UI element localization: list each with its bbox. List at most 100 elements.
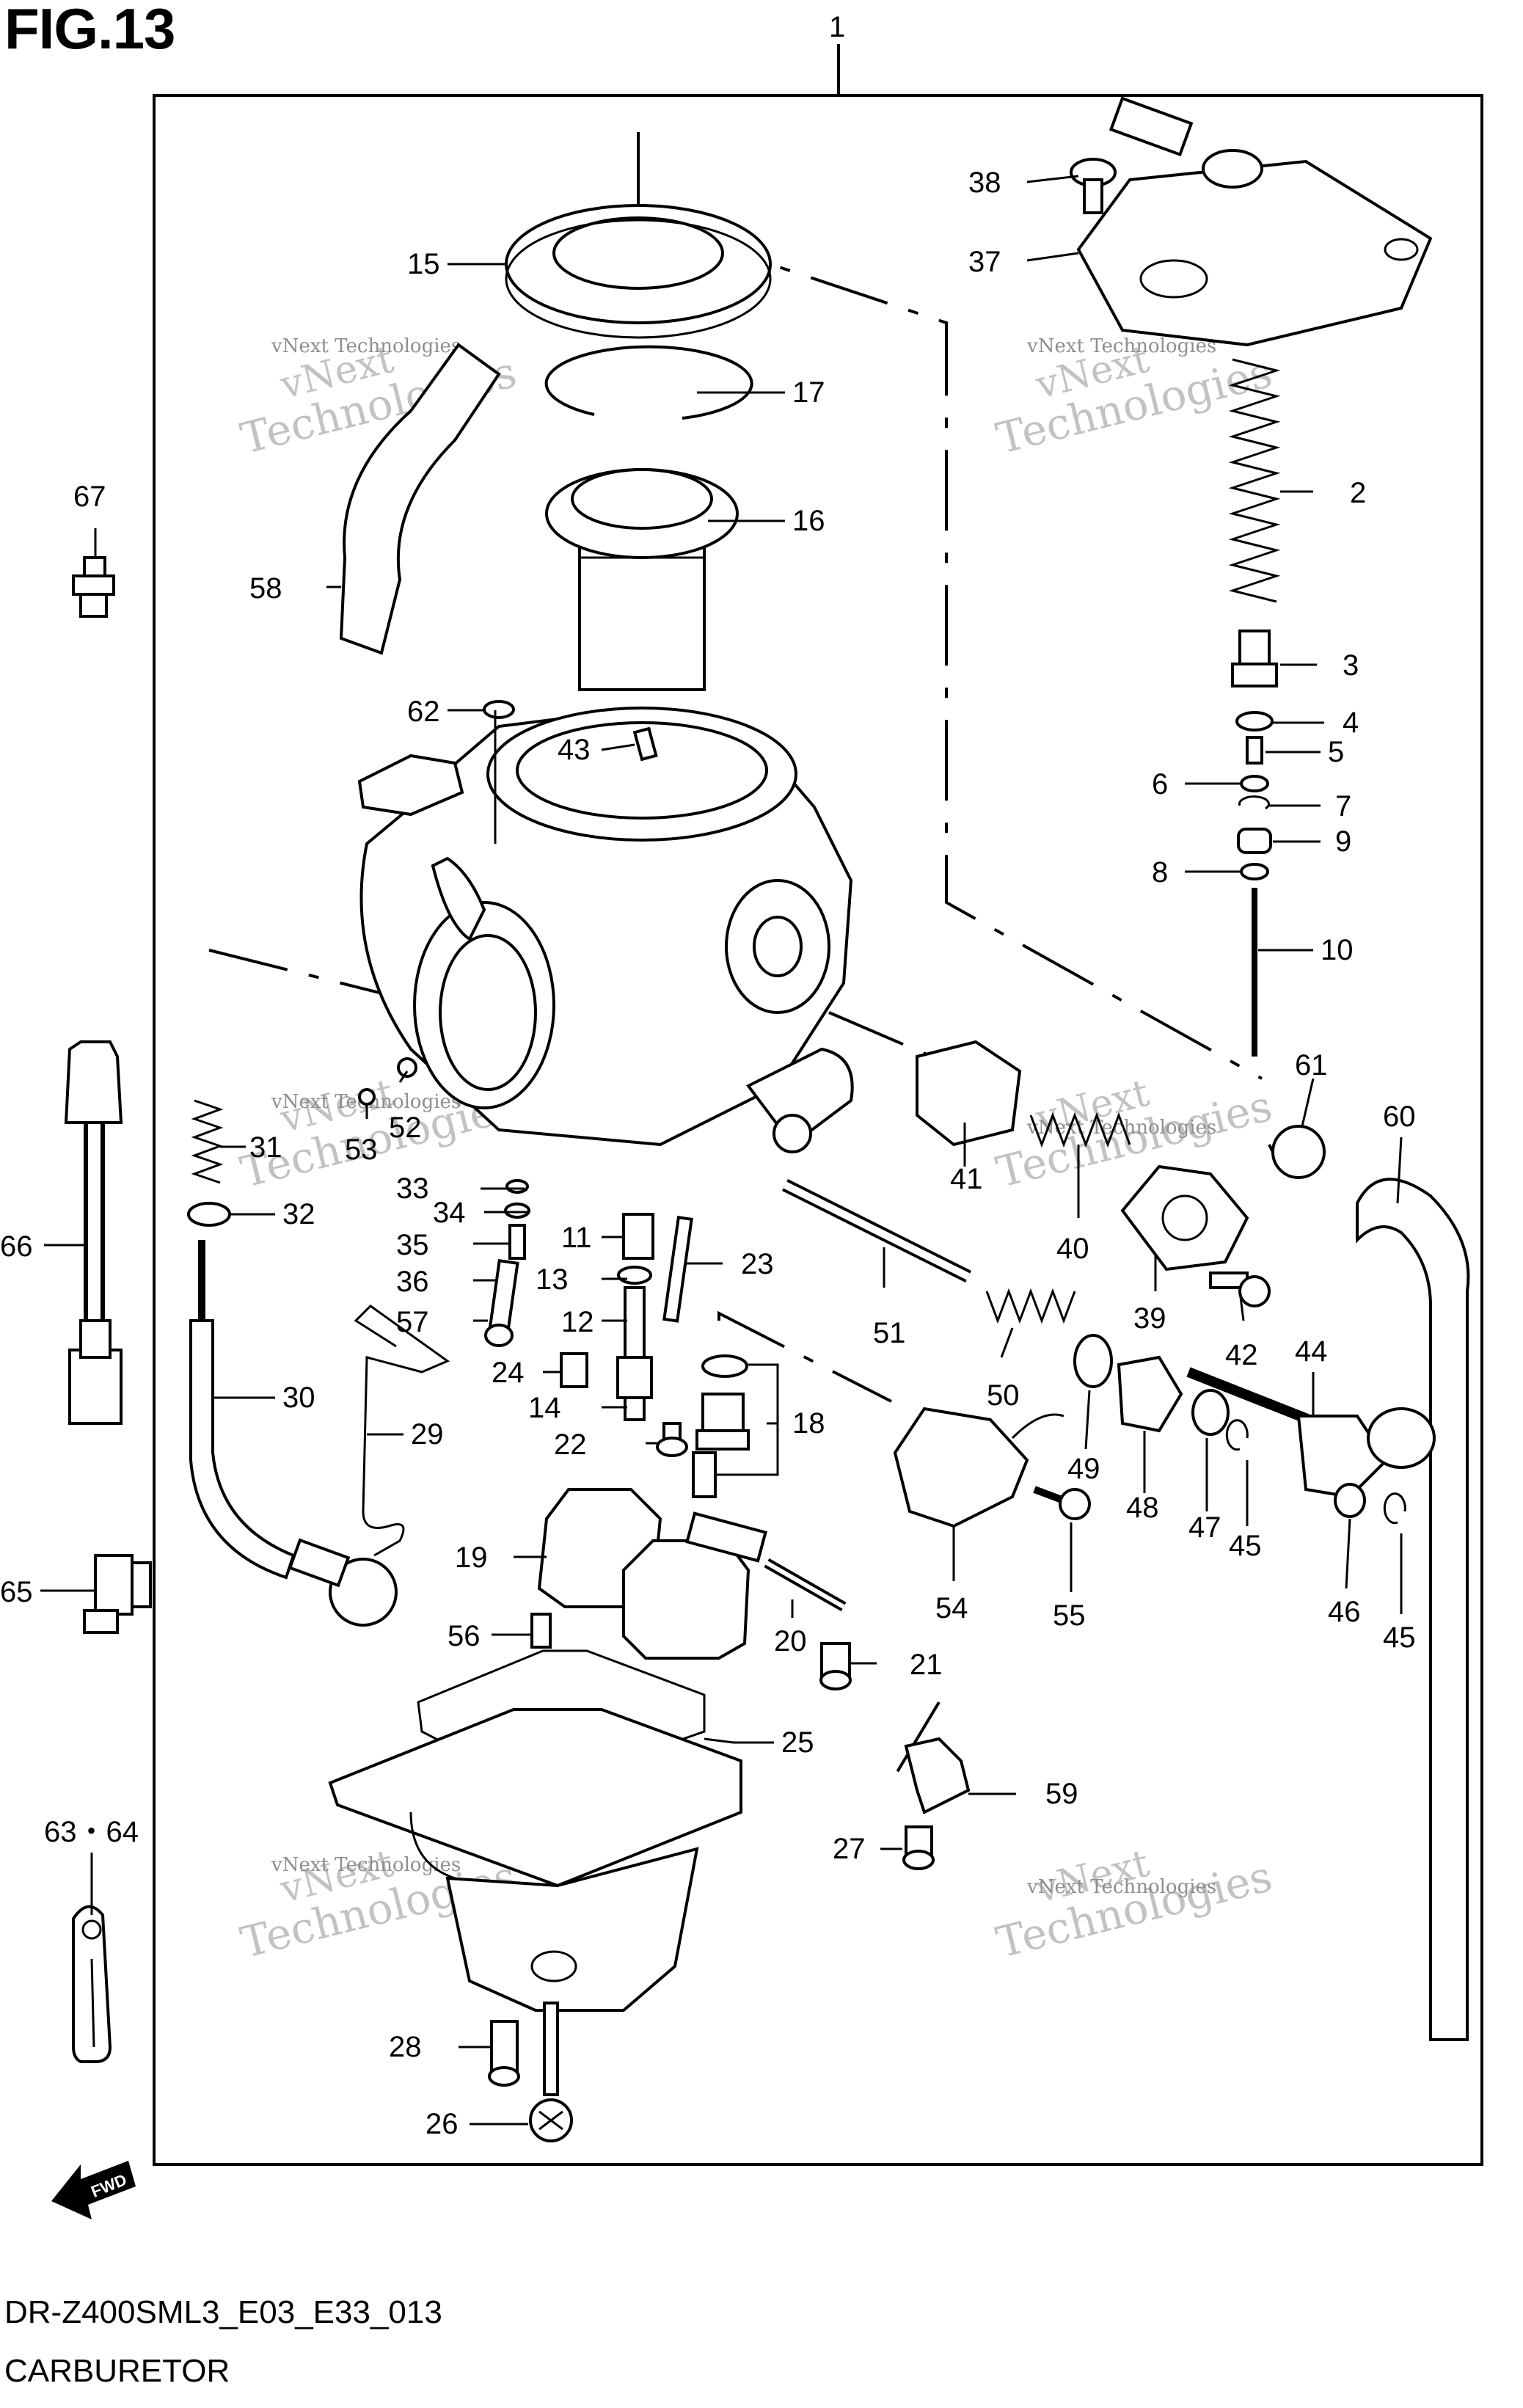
part-65-sensor [83, 1554, 152, 1634]
part-15-cap [505, 204, 772, 339]
part-8-washer [1240, 863, 1269, 880]
callout: 59 [1045, 1778, 1078, 1810]
callout: 66 [0, 1230, 33, 1263]
part-24-plug [560, 1352, 588, 1388]
callout: 31 [249, 1131, 282, 1164]
part-28-screw [488, 2020, 520, 2087]
part-39-cover [1120, 1164, 1249, 1272]
callout: 7 [1335, 790, 1351, 822]
part-61-clamp [1271, 1125, 1326, 1179]
callout: 18 [792, 1407, 825, 1440]
watermark-caption: vNext Technologies [271, 1854, 461, 1876]
callout: 33 [396, 1172, 429, 1205]
part-27-screw [902, 1825, 935, 1870]
figure-title: FIG.13 [4, 0, 175, 61]
watermark-caption: vNext Technologies [271, 335, 461, 357]
callout: 1 [829, 11, 845, 43]
callout: 10 [1321, 934, 1354, 966]
part-18-valve [695, 1393, 750, 1451]
part-37-top-cover [1076, 96, 1433, 347]
callout: 34 [433, 1197, 466, 1229]
callout: 36 [396, 1266, 429, 1298]
part-59-bracket [904, 1737, 971, 1814]
callout: 28 [389, 2031, 422, 2063]
callout: 3 [1343, 649, 1359, 682]
part-7-clip [1238, 795, 1270, 810]
callout: 16 [792, 505, 825, 537]
fwd-arrow-icon: FWD [51, 2161, 136, 2219]
callout: 24 [492, 1357, 525, 1389]
callout: 9 [1335, 825, 1351, 858]
part-56-clip [530, 1613, 552, 1649]
part-14-jet [624, 1396, 646, 1421]
part-30-cable [189, 1240, 398, 1627]
callout: 65 [0, 1576, 33, 1608]
part-34-washer [504, 1203, 530, 1219]
callout: 57 [396, 1306, 429, 1338]
part-36-screw [488, 1259, 519, 1331]
callout: 42 [1225, 1339, 1258, 1371]
callout: 19 [455, 1542, 488, 1574]
part-12-jet [616, 1286, 653, 1399]
callout: 52 [389, 1112, 422, 1144]
part-18-oring [701, 1354, 748, 1378]
part-35-spring [508, 1224, 526, 1260]
part-49-oring [1073, 1334, 1113, 1388]
callout: 14 [528, 1392, 561, 1424]
callout: 60 [1383, 1101, 1416, 1133]
part-58-hose [339, 343, 501, 655]
part-16-piston-valve [545, 468, 739, 691]
part-55-screw [1033, 1486, 1091, 1520]
part-21-screw [819, 1642, 852, 1690]
callout: 15 [407, 248, 440, 280]
part-47-washer [1191, 1389, 1230, 1436]
callout: 38 [968, 167, 1001, 199]
part-6-washer [1240, 775, 1269, 792]
part-19-float [537, 1488, 767, 1660]
part-5-spring [1246, 736, 1263, 765]
part-42-screw [1209, 1272, 1271, 1307]
part-13-oring [617, 1266, 652, 1285]
callout: 63・64 [44, 1816, 139, 1848]
part-54-sensor [893, 1407, 1064, 1528]
callout: 17 [792, 376, 825, 409]
part-25-float-chamber [328, 1649, 742, 2012]
part-3-holder [1231, 630, 1278, 687]
leader-lines [40, 175, 1403, 2126]
watermark-caption: vNext Technologies [1026, 1876, 1216, 1898]
part-62-oring [483, 700, 515, 719]
part-52-ball [397, 1057, 417, 1078]
callout: 58 [249, 572, 282, 605]
part-57-cap [484, 1324, 514, 1347]
part-43-screw [632, 726, 658, 762]
callout: 6 [1152, 768, 1168, 800]
callout: 61 [1295, 1049, 1328, 1081]
callout: 45 [1383, 1621, 1416, 1654]
callout: 56 [448, 1620, 481, 1652]
part-18-needle [692, 1451, 717, 1498]
part-2-spring [1228, 358, 1281, 603]
callout: 39 [1133, 1302, 1166, 1335]
figure-code: DR-Z400SML3_E03_E33_013 [4, 2294, 442, 2330]
callout: 35 [396, 1229, 429, 1261]
callout: 37 [968, 246, 1001, 278]
callout: 20 [774, 1625, 807, 1657]
callout-labels: 1 2 3 4 5 6 7 8 9 10 11 12 13 14 15 16 1… [0, 11, 1416, 2140]
callout: 51 [873, 1317, 906, 1349]
part-45-clip [1383, 1492, 1406, 1525]
callout: 54 [935, 1592, 968, 1624]
part-50-spring [985, 1288, 1076, 1324]
part-31-spring [191, 1099, 224, 1184]
part-45-clip [1225, 1419, 1249, 1451]
part-53-ball [358, 1088, 376, 1106]
parts-layer [64, 96, 1470, 2142]
callout: 23 [741, 1248, 774, 1280]
callout: 47 [1188, 1511, 1221, 1544]
callout: 49 [1067, 1453, 1100, 1485]
callout: 12 [561, 1306, 594, 1338]
part-63-64-strap [72, 1905, 112, 2063]
part-29-wire [354, 1305, 450, 1557]
callout: 5 [1328, 736, 1344, 768]
part-33-oring [505, 1179, 529, 1194]
callout: 8 [1152, 856, 1168, 889]
